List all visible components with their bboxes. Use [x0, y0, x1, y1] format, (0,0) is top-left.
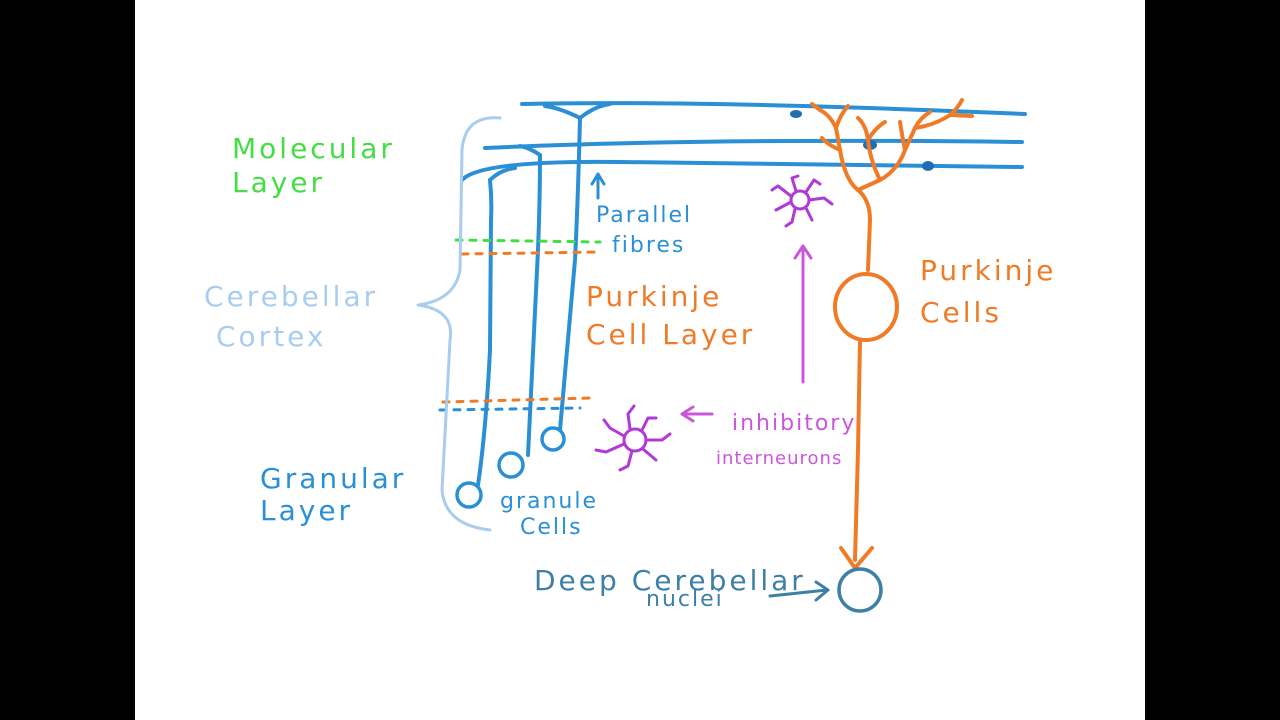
synapse-dot: [922, 161, 934, 171]
boundary-orange-bottom: [441, 396, 592, 404]
label-interneurons: interneurons: [716, 448, 842, 469]
granule-axon-2: [526, 153, 542, 457]
label-purkinje-layer: Purkinje: [586, 280, 722, 313]
granule-axon-3: [558, 116, 582, 432]
branch-1: [488, 166, 517, 182]
interneuron-arrows: [680, 244, 813, 423]
label-nuclei: nuclei: [646, 587, 724, 612]
parallel-fibre-bottom: [460, 159, 1024, 182]
label-molecular-layer: Layer: [232, 166, 325, 199]
label-cell-layer: Cell Layer: [586, 318, 755, 351]
granule-cells: [455, 426, 566, 509]
label-fibres: fibres: [612, 233, 685, 258]
boundary-blue: [438, 406, 582, 412]
parallel-fibre-middle: [483, 138, 1024, 150]
boundary-green: [454, 238, 602, 244]
parallel-fibres: [460, 101, 1027, 487]
branch-3: [543, 104, 582, 120]
parallel-fibre-top: [520, 101, 1027, 116]
layer-boundaries: [438, 238, 602, 412]
interneuron-top: [770, 174, 834, 228]
deep-arrow: [768, 580, 830, 602]
branch-3b: [578, 102, 612, 120]
branch-2: [518, 144, 542, 157]
label-molecular: Molecular: [232, 132, 395, 165]
label-purkinje-cells: Purkinje: [920, 254, 1056, 287]
label-parallel: Parallel: [596, 203, 692, 228]
granule-axon-1: [476, 178, 494, 487]
synapse-dot: [790, 110, 802, 118]
label-granular: Granular: [260, 462, 406, 495]
purkinje-soma: [833, 272, 899, 342]
label-granule: granule: [500, 489, 598, 514]
purkinje-axon: [853, 338, 862, 562]
label-granule-cells: Cells: [520, 515, 583, 540]
whiteboard: [135, 0, 1145, 720]
parallel-arrow: [590, 172, 606, 200]
boundary-orange-top: [460, 250, 602, 256]
cortex-brace: [416, 116, 502, 532]
label-cortex: Cortex: [216, 320, 326, 353]
deep-nucleus: [837, 567, 883, 613]
interneuron-bottom: [594, 404, 672, 472]
granule-cell: [455, 481, 483, 509]
labels: Molecular Layer Cerebellar Cortex Granul…: [204, 132, 1056, 612]
label-inhibitory: inhibitory: [732, 411, 856, 436]
label-deep-cerebellar: Deep Cerebellar: [534, 564, 806, 597]
purkinje-cell: [810, 98, 974, 570]
granule-cell: [540, 426, 566, 452]
label-granular-layer: Layer: [260, 494, 353, 527]
label-cerebellar: Cerebellar: [204, 280, 378, 313]
granule-cell: [497, 451, 525, 479]
label-cells: Cells: [920, 296, 1002, 329]
